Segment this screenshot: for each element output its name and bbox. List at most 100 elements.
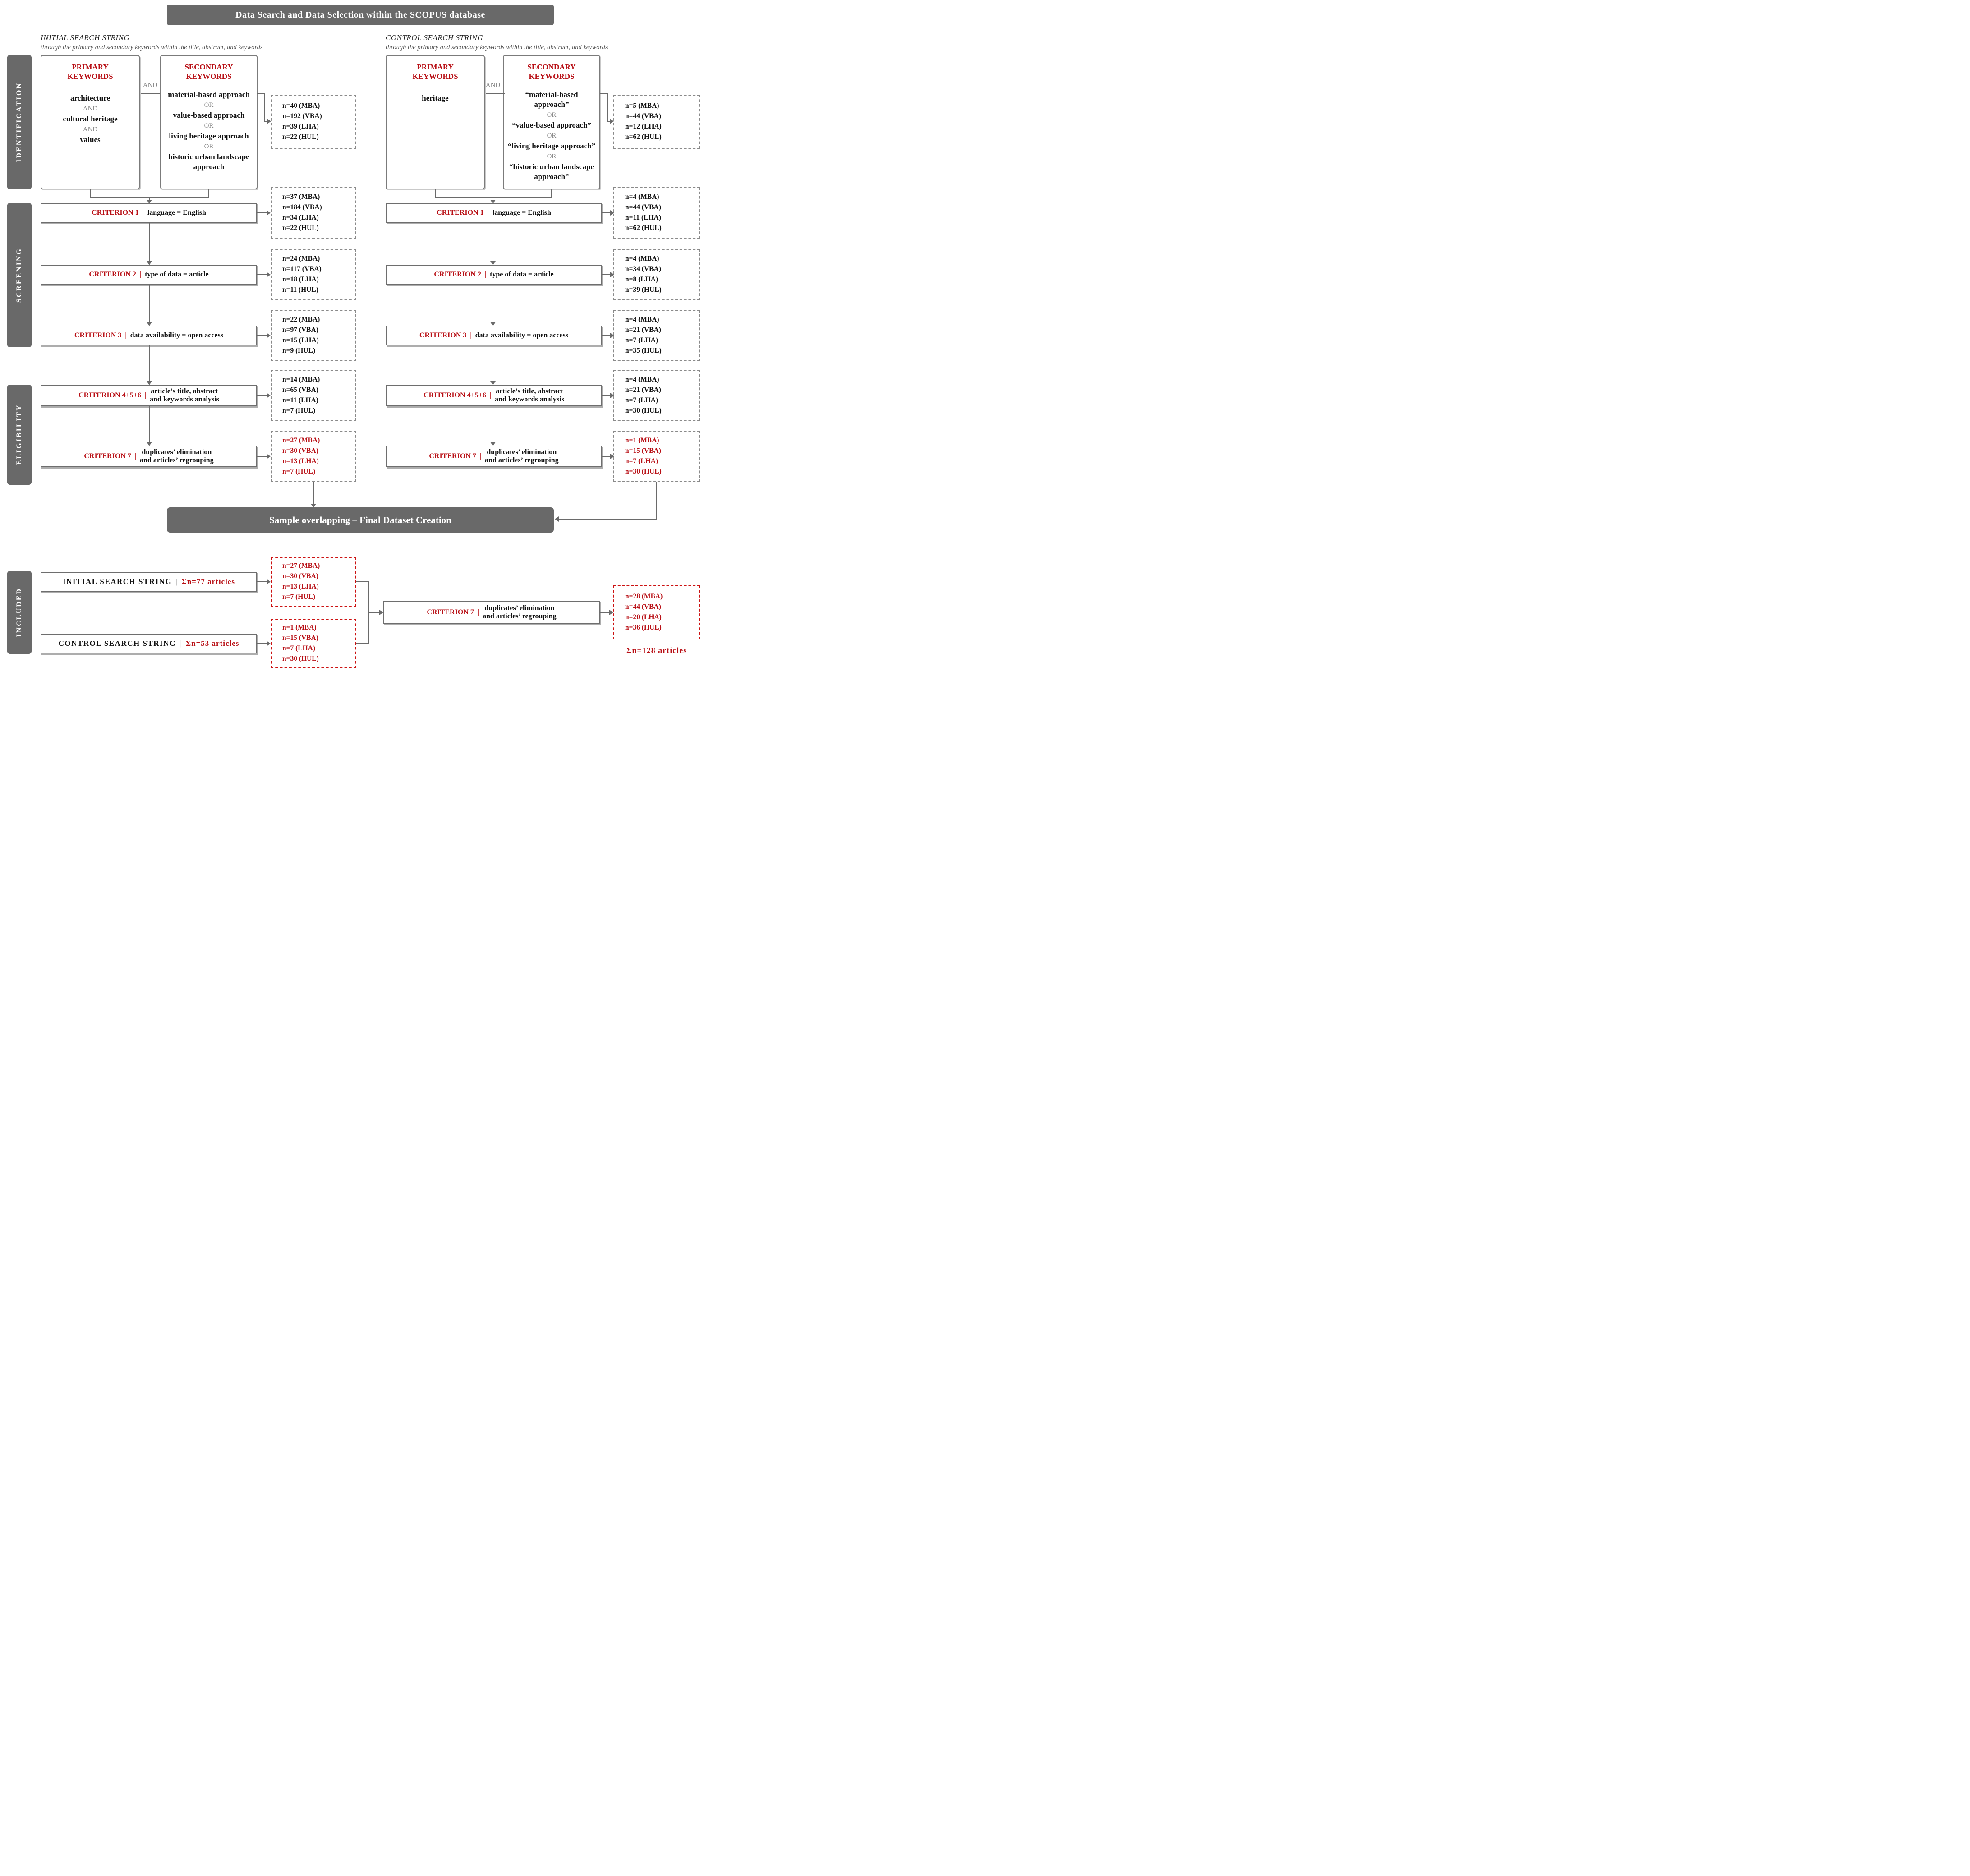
criterion-desc-line2: and articles’ regrouping (485, 456, 559, 464)
criterion-desc: language = English (492, 209, 551, 216)
arrowhead-right (610, 393, 614, 398)
arrowhead-right (610, 333, 614, 338)
count-line: n=39 (LHA) (282, 123, 319, 130)
connector-line (602, 395, 611, 396)
sample-overlapping-label: Sample overlapping – Final Dataset Creat… (269, 514, 451, 525)
criterion-label: CRITERION 2 (89, 271, 136, 278)
initial-criterion-456-box: CRITERION 4+5+6 | article’s title, abstr… (41, 385, 257, 406)
control-primary-keywords-box: PRIMARY KEYWORDS heritage (386, 55, 485, 189)
initial-primary-keywords-box: PRIMARY KEYWORDS architecture AND cultur… (41, 55, 140, 189)
criterion-label: CRITERION 1 (437, 209, 484, 216)
criterion-desc: data availability = open access (475, 331, 569, 339)
control-criterion-456-box: CRITERION 4+5+6 | article’s title, abstr… (386, 385, 602, 406)
count-line: n=35 (HUL) (625, 346, 662, 354)
included-initial-sum: Σn=77 articles (181, 577, 235, 586)
stage-included-label: INCLUDED (15, 588, 23, 637)
connector-line (656, 482, 657, 520)
control-search-subtitle: through the primary and secondary keywor… (386, 44, 608, 51)
control-secondary-keywords-title: SECONDARY KEYWORDS (527, 63, 576, 81)
criterion-label: CRITERION 7 (427, 608, 474, 616)
criterion-pipe: | (477, 608, 479, 616)
arrowhead-down (311, 504, 316, 508)
arrowhead-right (267, 210, 271, 216)
operator-or: OR (204, 122, 214, 129)
arrowhead-left (555, 516, 559, 522)
stage-screening-label: SCREENING (15, 247, 23, 303)
count-line: n=13 (LHA) (282, 457, 319, 465)
initial-criterion-456-counts-box: n=14 (MBA) n=65 (VBA) n=11 (LHA) n=7 (HU… (271, 370, 356, 421)
count-line: n=37 (MBA) (282, 193, 320, 201)
arrowhead-right (379, 610, 383, 615)
initial-criterion-2-counts-box: n=24 (MBA) n=117 (VBA) n=18 (LHA) n=11 (… (271, 249, 356, 300)
connector-line (600, 612, 610, 613)
count-line: n=117 (VBA) (282, 265, 322, 273)
count-line: n=34 (VBA) (625, 265, 661, 273)
count-line: n=39 (HUL) (625, 285, 662, 294)
count-line: n=7 (HUL) (282, 593, 315, 601)
connector-line (492, 285, 493, 322)
control-identification-counts-box: n=5 (MBA) n=44 (VBA) n=12 (LHA) n=62 (HU… (613, 95, 700, 149)
connector-line (356, 643, 369, 644)
arrowhead-down (147, 261, 152, 265)
criterion-label: CRITERION 4+5+6 (78, 391, 141, 399)
control-primary-keywords-title: PRIMARY KEYWORDS (412, 63, 458, 81)
initial-criterion-3-counts-box: n=22 (MBA) n=97 (VBA) n=15 (LHA) n=9 (HU… (271, 310, 356, 361)
control-secondary-keywords-box: SECONDARY KEYWORDS “material-based appro… (503, 55, 600, 189)
initial-identification-counts-box: n=40 (MBA) n=192 (VBA) n=39 (LHA) n=22 (… (271, 95, 356, 149)
initial-secondary-keywords-title: SECONDARY KEYWORDS (184, 63, 233, 81)
count-line: n=1 (MBA) (282, 624, 317, 632)
connector-line (551, 189, 552, 198)
operator-or: OR (547, 152, 557, 160)
criterion-pipe: | (470, 331, 472, 339)
criterion-pipe: | (139, 271, 142, 278)
criterion-label: CRITERION 7 (429, 452, 476, 460)
operator-or: OR (547, 132, 557, 139)
final-sum-label: Σn=128 articles (626, 646, 687, 655)
control-criterion-2-counts-box: n=4 (MBA) n=34 (VBA) n=8 (LHA) n=39 (HUL… (613, 249, 700, 300)
connector-line (264, 121, 268, 122)
sample-overlapping-bar: Sample overlapping – Final Dataset Creat… (167, 507, 554, 533)
count-line: n=44 (VBA) (625, 112, 661, 120)
control-criterion-1-counts-box: n=4 (MBA) n=44 (VBA) n=11 (LHA) n=62 (HU… (613, 187, 700, 239)
keyword-term: living heritage approach (169, 131, 249, 140)
count-line: n=27 (MBA) (282, 437, 320, 445)
count-line: n=36 (HUL) (625, 623, 662, 631)
count-line: n=12 (LHA) (625, 123, 662, 130)
arrowhead-right (267, 454, 271, 459)
count-line: n=65 (VBA) (282, 386, 318, 394)
connector-line (559, 519, 657, 520)
criterion-label: CRITERION 3 (419, 331, 467, 339)
arrowhead-right (609, 610, 613, 615)
count-line: n=11 (LHA) (282, 396, 318, 404)
criterion-desc-line1: duplicates’ elimination (484, 604, 555, 612)
connector-line (602, 274, 611, 275)
count-line: n=18 (LHA) (282, 276, 319, 283)
keyword-term: material-based approach (168, 90, 250, 99)
count-line: n=44 (VBA) (625, 203, 661, 212)
count-line: n=40 (MBA) (282, 102, 320, 110)
count-line: n=9 (HUL) (282, 346, 315, 354)
count-line: n=15 (VBA) (625, 447, 661, 455)
count-line: n=21 (VBA) (625, 326, 661, 334)
connector-line (257, 212, 267, 213)
initial-search-header: INITIAL SEARCH STRING through the primar… (41, 33, 356, 51)
connector-line (257, 395, 267, 396)
count-line: n=30 (VBA) (282, 447, 318, 455)
criterion-desc-line1: article’s title, abstract (496, 387, 563, 395)
criterion-pipe: | (489, 391, 492, 399)
connector-line (607, 93, 608, 121)
connector-line (486, 93, 505, 94)
keyword-term: architecture (70, 93, 110, 102)
keyword-term: value-based approach (173, 110, 245, 120)
stage-included: INCLUDED (7, 571, 32, 654)
criterion-desc: data availability = open access (130, 331, 224, 339)
connector-line (492, 345, 493, 382)
arrowhead-right (610, 454, 614, 459)
included-initial-label: INITIAL SEARCH STRING (63, 577, 172, 586)
connector-line (257, 274, 267, 275)
stage-eligibility-label: ELIGIBILITY (15, 404, 23, 465)
diagram-title: Data Search and Data Selection within th… (235, 9, 485, 20)
